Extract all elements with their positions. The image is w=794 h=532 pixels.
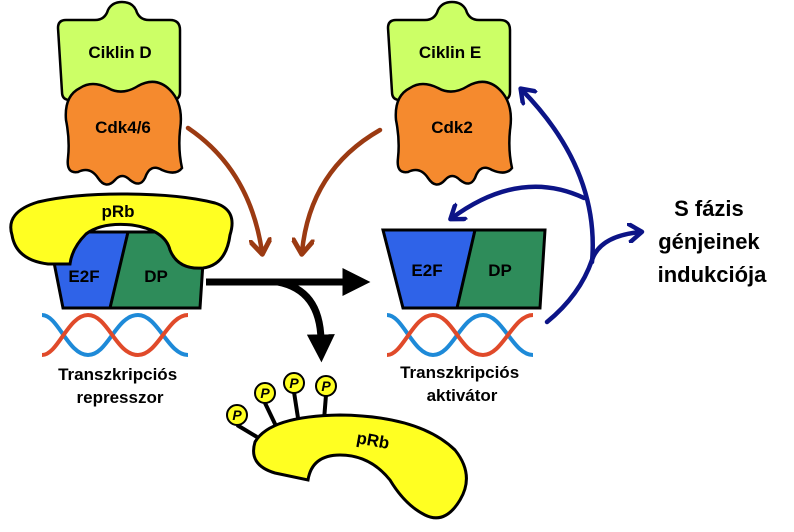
blue-arrow-to-cyclin-e xyxy=(522,90,595,265)
release-arrow xyxy=(206,268,371,363)
cdk46-label: Cdk4/6 xyxy=(95,118,151,137)
cdk2-label: Cdk2 xyxy=(431,118,473,137)
s-phase-line-1: S fázis xyxy=(674,196,744,221)
blue-arrow-to-e2f xyxy=(452,184,587,218)
activator-caption-line-1: Transzkripciós xyxy=(400,363,519,382)
cdk46-arrow xyxy=(185,125,262,252)
repressor-complex: pRb E2F DP xyxy=(9,192,234,310)
cdk2-shape xyxy=(394,80,514,186)
cyclin-d-label: Ciklin D xyxy=(88,43,151,62)
dna-helix-right xyxy=(386,312,534,358)
phospho-prb: pRb P P P P xyxy=(226,372,468,520)
cyclin-e-complex: Ciklin E Cdk2 xyxy=(386,0,514,186)
cyclin-d-complex: Ciklin D Cdk4/6 xyxy=(56,0,184,186)
phosphate-groups: P P P P xyxy=(226,372,337,426)
e2f-right-label: E2F xyxy=(411,261,442,280)
activator-caption: Transzkripciós aktivátor xyxy=(400,363,524,405)
phosphate-3 xyxy=(283,372,305,394)
phosphate-4 xyxy=(315,375,337,397)
repressor-caption: Transzkripciós represszor xyxy=(58,365,182,407)
phosphate-2-label: P xyxy=(260,385,270,401)
repressor-caption-line-1: Transzkripciós xyxy=(58,365,177,384)
cdk2-arrow xyxy=(302,127,383,252)
phosphate-3-label: P xyxy=(289,375,299,391)
prb-repressor-label: pRb xyxy=(101,202,134,221)
phosphate-1-label: P xyxy=(232,407,242,423)
cyclin-e-label: Ciklin E xyxy=(419,43,481,62)
phosphate-2 xyxy=(254,382,276,404)
phosphate-4-label: P xyxy=(321,378,331,394)
repressor-caption-line-2: represszor xyxy=(77,388,164,407)
prb-repressor-shape xyxy=(9,192,234,270)
blue-arrows xyxy=(452,90,640,325)
dna-helix-left xyxy=(41,312,189,358)
dp-right-shape xyxy=(455,228,547,310)
prb-phospho-shape xyxy=(252,413,468,520)
s-phase-line-3: indukciója xyxy=(658,262,768,287)
activator-caption-line-2: aktivátor xyxy=(427,386,498,405)
s-phase-line-2: génjeinek xyxy=(658,229,760,254)
cdk46-shape xyxy=(64,80,184,186)
dp-right-label: DP xyxy=(488,261,512,280)
activator-complex: E2F DP xyxy=(381,228,547,310)
e2f-left-label: E2F xyxy=(68,267,99,286)
s-phase-label: S fázis génjeinek indukciója xyxy=(658,196,768,287)
phosphate-1 xyxy=(226,404,248,426)
dp-left-label: DP xyxy=(144,267,168,286)
